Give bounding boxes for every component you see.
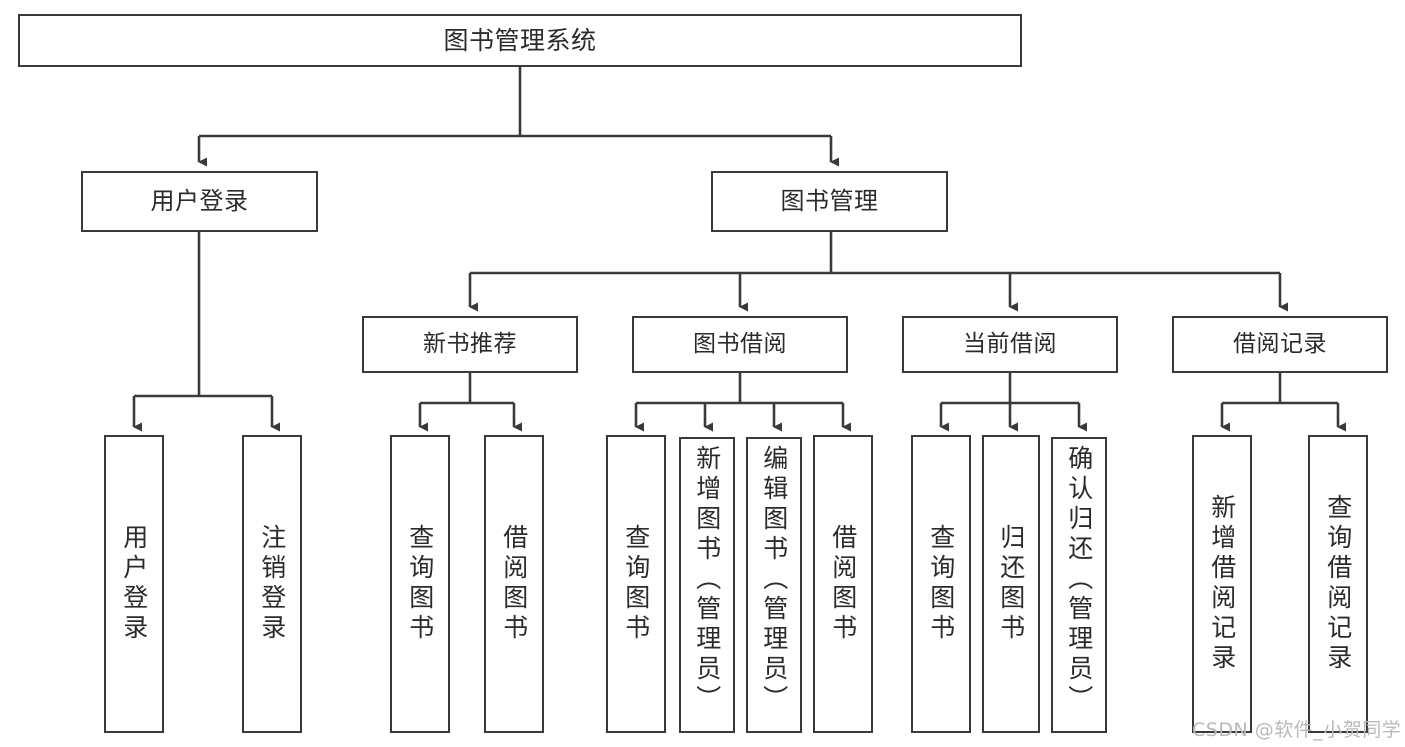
node-book-management[interactable]: 图书管理	[711, 171, 948, 232]
node-label: 查询图书	[926, 524, 956, 644]
leaf-borrow-query-book[interactable]: 查询图书	[606, 435, 666, 733]
node-label: 图书借阅	[693, 330, 787, 357]
leaf-borrow-borrow-book[interactable]: 借阅图书	[813, 435, 873, 733]
node-label: 查询图书	[405, 524, 435, 644]
node-label: 确认归还（管理员）	[1064, 445, 1094, 715]
leaf-record-query-record[interactable]: 查询借阅记录	[1308, 435, 1368, 733]
csdn-watermark: CSDN @软件_小贺同学	[1192, 719, 1402, 741]
node-label: 借阅图书	[828, 524, 858, 644]
leaf-current-query-book[interactable]: 查询图书	[911, 435, 971, 733]
node-book-borrow[interactable]: 图书借阅	[632, 316, 848, 373]
leaf-borrow-edit-book-admin[interactable]: 编辑图书（管理员）	[746, 437, 802, 733]
node-label: 新增借阅记录	[1207, 494, 1237, 674]
node-label: 新增图书（管理员）	[692, 445, 722, 715]
node-label: 图书管理	[780, 187, 879, 216]
node-label: 用户登录	[119, 524, 149, 644]
node-label: 注销登录	[257, 524, 287, 644]
leaf-record-add-record[interactable]: 新增借阅记录	[1192, 435, 1252, 733]
node-label: 查询借阅记录	[1323, 494, 1353, 674]
node-borrow-record[interactable]: 借阅记录	[1172, 316, 1388, 373]
node-label: 新书推荐	[423, 330, 517, 357]
node-label: 当前借阅	[963, 330, 1057, 357]
node-label: 借阅记录	[1233, 330, 1327, 357]
node-label: 归还图书	[996, 524, 1026, 644]
leaf-borrow-add-book-admin[interactable]: 新增图书（管理员）	[679, 437, 735, 733]
leaf-user-login-logout[interactable]: 注销登录	[242, 435, 302, 733]
node-label: 用户登录	[150, 187, 249, 216]
node-label: 借阅图书	[499, 524, 529, 644]
leaf-user-login-login[interactable]: 用户登录	[104, 435, 164, 733]
node-root-system[interactable]: 图书管理系统	[18, 14, 1022, 67]
node-user-login[interactable]: 用户登录	[81, 171, 318, 232]
leaf-current-return-book[interactable]: 归还图书	[982, 435, 1040, 733]
node-label: 查询图书	[621, 524, 651, 644]
leaf-current-confirm-return-admin[interactable]: 确认归还（管理员）	[1051, 437, 1107, 733]
node-label: 编辑图书（管理员）	[759, 445, 789, 715]
node-label: 图书管理系统	[443, 25, 597, 55]
leaf-recommend-query-book[interactable]: 查询图书	[390, 435, 450, 733]
node-new-book-recommend[interactable]: 新书推荐	[362, 316, 578, 373]
leaf-recommend-borrow-book[interactable]: 借阅图书	[484, 435, 544, 733]
node-current-borrow[interactable]: 当前借阅	[902, 316, 1118, 373]
